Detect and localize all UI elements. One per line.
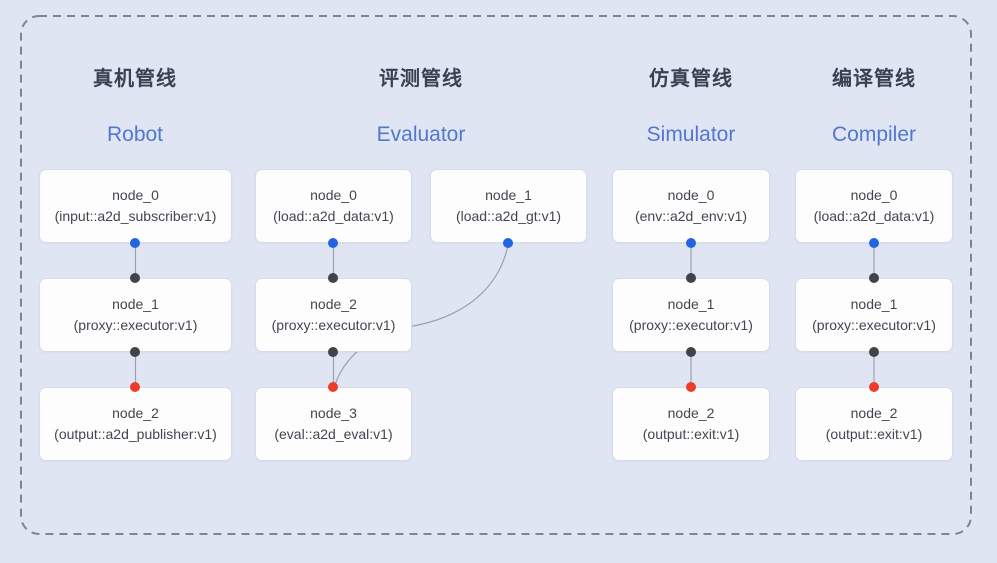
node-name: node_0 [667,187,715,203]
node-type: (eval::a2d_eval:v1) [274,426,393,442]
node-type: (load::a2d_gt:v1) [455,208,562,224]
compiler-node1-input-port-dot [869,273,879,283]
evaluator-node3-input-port-dot [328,382,338,392]
node-name: node_2 [310,296,357,312]
pipeline-title-cn-robot: 真机管线 [93,68,177,90]
node-box-compiler-2: node_2 (output::exit:v1) [795,387,953,461]
node-name: node_1 [850,296,898,312]
node-name: node_0 [112,187,159,203]
pipeline-title-cn-compiler: 编译管线 [832,68,916,90]
node-name: node_0 [850,187,898,203]
node-type: (env::a2d_env:v1) [634,208,748,224]
robot-node1-output-port-dot [130,347,140,357]
node-box-compiler-1: node_1 (proxy::executor:v1) [795,278,953,352]
node-box-robot-1: node_1 (proxy::executor:v1) [39,278,232,352]
compiler-node0-output-port-dot [869,238,879,248]
node-box-evaluator-3: node_3 (eval::a2d_eval:v1) [255,387,412,461]
pipeline-title-en-compiler: Compiler [831,123,917,146]
pipeline-title-en-simulator: Simulator [646,123,736,146]
evaluator-node2-input-port-dot [328,273,338,283]
node-box-robot-2: node_2 (output::a2d_publisher:v1) [39,387,232,461]
node-name: node_2 [667,405,715,421]
robot-node1-input-port-dot [130,273,140,283]
node-type: (output::exit:v1) [825,426,923,442]
node-box-evaluator-2: node_2 (proxy::executor:v1) [255,278,412,352]
dashed-border-frame [20,15,972,535]
pipeline-title-cn-simulator: 仿真管线 [649,68,733,90]
node-box-evaluator-0: node_0 (load::a2d_data:v1) [255,169,412,243]
pipeline-title-cn-evaluator: 评测管线 [379,68,463,90]
node-box-compiler-0: node_0 (load::a2d_data:v1) [795,169,953,243]
evaluator-node0-output-port-dot [328,238,338,248]
robot-node2-input-port-dot [130,382,140,392]
node-type: (load::a2d_data:v1) [813,208,935,224]
node-box-robot-0: node_0 (input::a2d_subscriber:v1) [39,169,232,243]
simulator-node0-output-port-dot [686,238,696,248]
node-box-simulator-0: node_0 (env::a2d_env:v1) [612,169,770,243]
compiler-node1-output-port-dot [869,347,879,357]
node-name: node_1 [112,296,159,312]
node-name: node_3 [310,405,357,421]
robot-node0-output-port-dot [130,238,140,248]
node-box-evaluator-1: node_1 (load::a2d_gt:v1) [430,169,587,243]
node-type: (proxy::executor:v1) [73,317,198,333]
node-type: (output::exit:v1) [642,426,740,442]
node-type: (proxy::executor:v1) [271,317,396,333]
node-type: (input::a2d_subscriber:v1) [54,208,217,224]
node-type: (output::a2d_publisher:v1) [54,426,217,442]
node-type: (proxy::executor:v1) [812,317,936,333]
simulator-node1-input-port-dot [686,273,696,283]
node-name: node_1 [667,296,715,312]
node-name: node_2 [112,405,159,421]
node-name: node_2 [850,405,898,421]
compiler-node2-input-port-dot [869,382,879,392]
simulator-node1-output-port-dot [686,347,696,357]
pipeline-title-en-robot: Robot [106,123,164,146]
node-name: node_0 [310,187,357,203]
node-type: (load::a2d_data:v1) [273,208,394,224]
connector-curve-gt-to-eval [334,242,510,386]
simulator-node2-input-port-dot [686,382,696,392]
evaluator-node1-output-port-dot [503,238,513,248]
node-box-simulator-1: node_1 (proxy::executor:v1) [612,278,770,352]
node-box-simulator-2: node_2 (output::exit:v1) [612,387,770,461]
pipeline-title-en-evaluator: Evaluator [376,123,466,146]
node-type: (proxy::executor:v1) [629,317,753,333]
evaluator-node2-output-port-dot [328,347,338,357]
node-name: node_1 [485,187,532,203]
